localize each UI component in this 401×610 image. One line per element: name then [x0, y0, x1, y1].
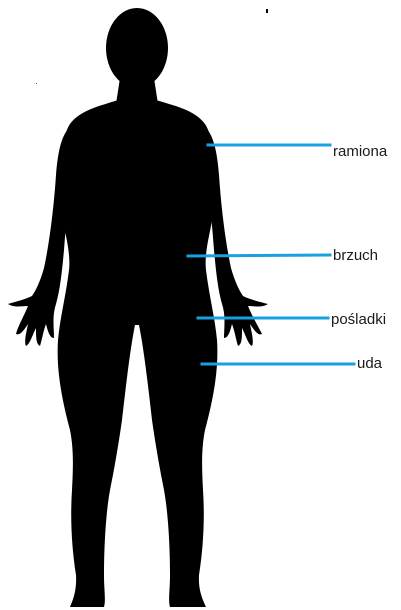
human-body-silhouette — [8, 8, 268, 607]
thighs-label: uda — [357, 355, 383, 372]
head-shape — [106, 8, 168, 88]
belly-callout-line — [188, 255, 330, 256]
belly-label: brzuch — [333, 247, 378, 264]
torso-and-legs-shape — [58, 100, 218, 607]
stray-dot — [36, 83, 37, 84]
buttocks-label: pośladki — [331, 311, 386, 328]
arms-label: ramiona — [333, 143, 388, 160]
stray-mark — [266, 9, 268, 13]
